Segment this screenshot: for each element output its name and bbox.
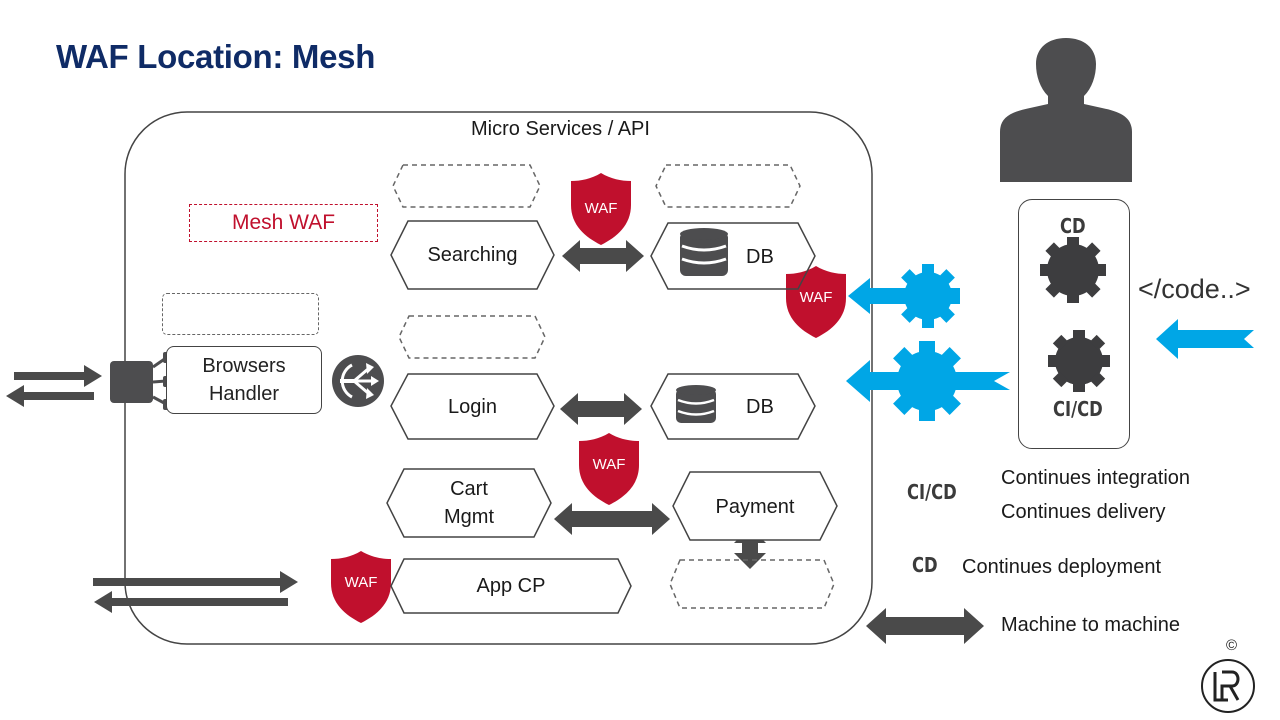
legend-cicd-line1: Continues integration: [1001, 467, 1191, 489]
service-db-login[interactable]: DB: [650, 373, 816, 440]
page-title: WAF Location: Mesh: [56, 38, 376, 75]
service-login[interactable]: Login: [390, 373, 555, 440]
service-db-search[interactable]: DB: [650, 222, 816, 290]
mesh-waf-label: Mesh WAF: [189, 204, 378, 242]
placeholder-rect: [162, 293, 319, 335]
waf-shield-icon: WAF: [571, 173, 631, 245]
code-label: </code..>: [1138, 274, 1251, 304]
cicd-deploy-arrow: [846, 341, 1010, 421]
waf-shield-icon: WAF: [579, 433, 639, 505]
legend-cd-abbr: CD: [912, 553, 938, 577]
waf-label: WAF: [585, 200, 618, 217]
waf-shield-icon: WAF: [786, 266, 846, 338]
client-arrows-top: [6, 365, 102, 407]
legend-cicd-abbr: CI/CD: [907, 480, 957, 504]
service-app-cp-label: App CP: [476, 575, 546, 597]
service-cart-label-line2: Mgmt: [444, 506, 494, 528]
service-cart-mgmt[interactable]: Cart Mgmt: [386, 468, 552, 538]
m2m-arrow-cart-payment: [554, 503, 670, 535]
service-payment[interactable]: Payment: [672, 471, 838, 541]
waf-shield-icon: WAF: [331, 551, 391, 623]
waf-label: WAF: [593, 456, 626, 473]
legend-cd-desc: Continues deployment: [962, 556, 1162, 578]
db-label: DB: [746, 396, 774, 418]
gear-icon: [1048, 330, 1110, 392]
client-arrows-bottom: [93, 571, 298, 613]
browsers-handler-line2: Handler: [208, 383, 280, 405]
legend-m2m-desc: Machine to machine: [1001, 614, 1180, 636]
cd-deploy-arrow: [848, 264, 960, 328]
service-login-label: Login: [448, 395, 497, 418]
cd-label: CD: [1060, 214, 1086, 238]
gear-icon: [1040, 237, 1106, 303]
logo-icon: [1201, 659, 1255, 713]
container-label: Micro Services / API: [471, 118, 650, 140]
database-icon: [676, 385, 716, 423]
user-silhouette-icon: [1000, 38, 1132, 182]
load-balancer-icon: [332, 355, 384, 407]
legend-cicd-line2: Continues delivery: [1001, 501, 1166, 523]
browsers-handler[interactable]: Browsers Handler: [166, 346, 322, 414]
m2m-arrow-login-db: [560, 393, 642, 425]
service-cart-label-line1: Cart: [450, 478, 488, 500]
m2m-legend-arrow: [866, 608, 984, 644]
service-payment-label: Payment: [715, 496, 795, 518]
waf-label: WAF: [800, 289, 833, 306]
service-searching-label: Searching: [427, 244, 518, 266]
waf-label: WAF: [345, 574, 378, 591]
browsers-handler-line1: Browsers: [202, 355, 286, 377]
copyright-symbol: ©: [1226, 637, 1238, 654]
db-label: DB: [746, 246, 774, 268]
code-input-arrow: [1156, 319, 1254, 359]
cicd-label: CI/CD: [1053, 397, 1103, 421]
service-searching[interactable]: Searching: [390, 220, 555, 290]
service-app-cp[interactable]: App CP: [390, 558, 632, 614]
m2m-arrow-search-db: [562, 240, 644, 272]
database-icon: [680, 228, 728, 276]
cicd-pipeline-box: [1018, 199, 1130, 449]
